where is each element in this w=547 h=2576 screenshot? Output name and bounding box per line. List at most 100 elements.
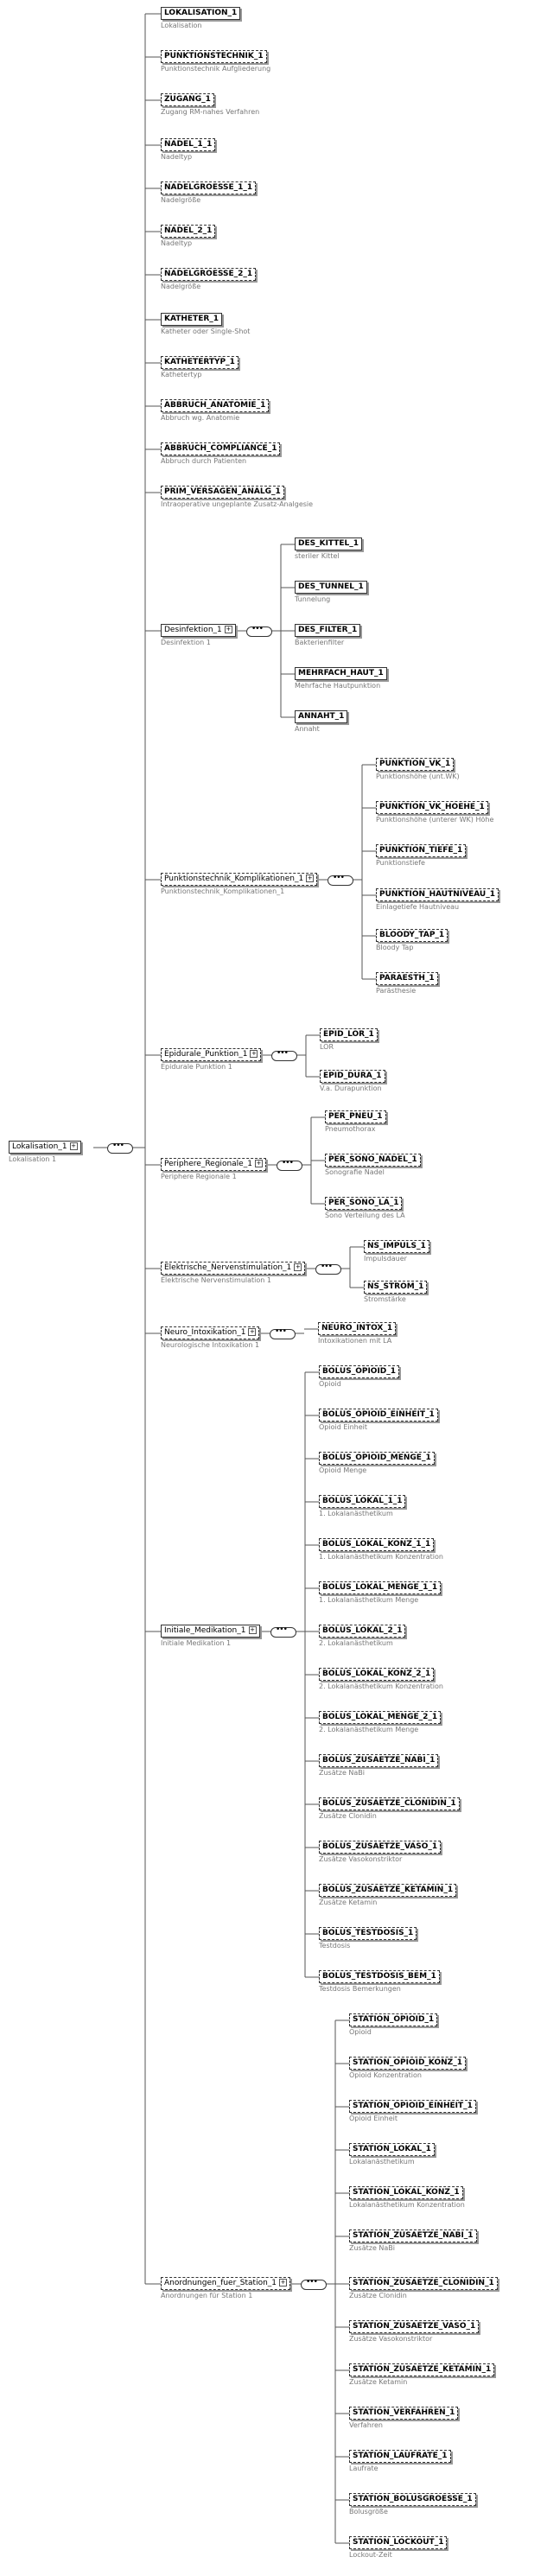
child-bolus_testdosis_bem_1[interactable]: BOLUS_TESTDOSIS_BEM_1 (319, 1970, 440, 1983)
element-description: Zusätze Clonidin (349, 2292, 407, 2299)
element-description: Tunnelung (295, 595, 331, 603)
item-punktionstechnik_1[interactable]: PUNKTIONSTECHNIK_1 (161, 50, 267, 63)
child-station_laufrate_1[interactable]: STATION_LAUFRATE_1 (349, 2450, 451, 2463)
sequence-compositor (271, 1049, 297, 1061)
child-bolus_lokal_menge_1_1[interactable]: BOLUS_LOKAL_MENGE_1_1 (319, 1581, 442, 1594)
child-punktion_tiefe_1[interactable]: PUNKTION_TIEFE_1 (376, 844, 467, 857)
child-bloody_tap_1[interactable]: BLOODY_TAP_1 (376, 929, 448, 942)
element-name: PARAESTH_1 (379, 974, 435, 983)
item-prim_versagen_analg_1[interactable]: PRIM_VERSAGEN_ANALG_1 (161, 486, 284, 499)
child-station_lockout_1[interactable]: STATION_LOCKOUT_1 (349, 2536, 448, 2549)
group-periphere_regionale_1[interactable]: Periphere_Regionale_1+ (161, 1158, 266, 1171)
expand-icon[interactable]: + (248, 1626, 257, 1634)
child-station_opioid_konz_1[interactable]: STATION_OPIOID_KONZ_1 (349, 2057, 466, 2070)
child-epid_dura_1[interactable]: EPID_DURA_1 (320, 1070, 385, 1083)
child-per_sono_la_1[interactable]: PER_SONO_LA_1 (325, 1197, 403, 1210)
child-bolus_zusaetze_ketamin_1[interactable]: BOLUS_ZUSAETZE_KETAMIN_1 (319, 1884, 457, 1897)
sequence-compositor (246, 625, 272, 637)
element-description: Opioid Einheit (349, 2115, 398, 2122)
element-name: NEURO_INTOX_1 (321, 1324, 393, 1333)
child-bolus_lokal_1_1[interactable]: BOLUS_LOKAL_1_1 (319, 1495, 406, 1508)
child-bolus_lokal_menge_2_1[interactable]: BOLUS_LOKAL_MENGE_2_1 (319, 1711, 442, 1724)
group-desinfektion_1[interactable]: Desinfektion_1+ (161, 624, 236, 637)
item-lokalisation_1[interactable]: LOKALISATION_1 (161, 7, 241, 20)
element-name: ABBRUCH_ANATOMIE_1 (164, 401, 266, 410)
element-description: Epidurale Punktion 1 (161, 1063, 232, 1071)
group-punktionstechnik_komplikationen_1[interactable]: Punktionstechnik_Komplikationen_1+ (161, 873, 318, 886)
item-abbruch_anatomie_1[interactable]: ABBRUCH_ANATOMIE_1 (161, 399, 270, 412)
expand-icon[interactable]: + (250, 1050, 258, 1058)
expand-icon[interactable]: + (224, 626, 232, 633)
item-abbruch_compliance_1[interactable]: ABBRUCH_COMPLIANCE_1 (161, 442, 281, 455)
element-description: LOR (320, 1043, 334, 1051)
item-kathetertyp_1[interactable]: KATHETERTYP_1 (161, 356, 239, 369)
child-bolus_zusaetze_nabi_1[interactable]: BOLUS_ZUSAETZE_NABI_1 (319, 1754, 439, 1767)
item-nadelgroesse_1_1[interactable]: NADELGROESSE_1_1 (161, 181, 257, 194)
element-description: Zusätze Clonidin (319, 1812, 377, 1820)
child-punktion_vk_hoehe_1[interactable]: PUNKTION_VK_HOEHE_1 (376, 801, 488, 814)
child-punktion_hautniveau_1[interactable]: PUNKTION_HAUTNIVEAU_1 (376, 888, 499, 901)
child-bolus_opioid_1[interactable]: BOLUS_OPIOID_1 (319, 1365, 400, 1378)
element-name: BOLUS_LOKAL_MENGE_2_1 (322, 1713, 438, 1721)
element-description: Opioid Menge (319, 1466, 367, 1474)
item-nadelgroesse_2_1[interactable]: NADELGROESSE_2_1 (161, 268, 257, 281)
child-bolus_testdosis_1[interactable]: BOLUS_TESTDOSIS_1 (319, 1927, 417, 1940)
child-annaht_1[interactable]: ANNAHT_1 (295, 710, 348, 723)
child-per_sono_nadel_1[interactable]: PER_SONO_NADEL_1 (325, 1154, 421, 1167)
child-station_bolusgroesse_1[interactable]: STATION_BOLUSGROESSE_1 (349, 2493, 476, 2506)
group-neuro_intoxikation_1[interactable]: Neuro_Intoxikation_1+ (161, 1326, 260, 1339)
child-bolus_lokal_konz_1_1[interactable]: BOLUS_LOKAL_KONZ_1_1 (319, 1538, 435, 1551)
child-per_pneu_1[interactable]: PER_PNEU_1 (325, 1110, 386, 1123)
child-neuro_intox_1[interactable]: NEURO_INTOX_1 (318, 1322, 397, 1335)
element-description: Elektrische Nervenstimulation 1 (161, 1276, 271, 1284)
child-epid_lor_1[interactable]: EPID_LOR_1 (320, 1028, 378, 1041)
group-initiale_medikation_1[interactable]: Initiale_Medikation_1+ (161, 1625, 260, 1638)
element-description: Testdosis (319, 1942, 351, 1949)
element-description: Laufrate (349, 2465, 378, 2472)
child-station_zusaetze_ketamin_1[interactable]: STATION_ZUSAETZE_KETAMIN_1 (349, 2363, 495, 2376)
child-des_kittel_1[interactable]: DES_KITTEL_1 (295, 537, 363, 550)
child-station_opioid_1[interactable]: STATION_OPIOID_1 (349, 2013, 438, 2026)
child-station_zusaetze_clonidin_1[interactable]: STATION_ZUSAETZE_CLONIDIN_1 (349, 2277, 498, 2290)
child-ns_impuls_1[interactable]: NS_IMPULS_1 (364, 1240, 429, 1253)
child-bolus_zusaetze_clonidin_1[interactable]: BOLUS_ZUSAETZE_CLONIDIN_1 (319, 1797, 460, 1810)
child-station_zusaetze_nabi_1[interactable]: STATION_ZUSAETZE_NABI_1 (349, 2229, 477, 2242)
item-katheter_1[interactable]: KATHETER_1 (161, 313, 223, 326)
child-station_verfahren_1[interactable]: STATION_VERFAHREN_1 (349, 2407, 459, 2420)
child-paraesth_1[interactable]: PARAESTH_1 (376, 972, 438, 985)
child-bolus_opioid_einheit_1[interactable]: BOLUS_OPIOID_EINHEIT_1 (319, 1409, 438, 1422)
group-epidurale_punktion_1[interactable]: Epidurale_Punktion_1+ (161, 1048, 262, 1061)
child-des_tunnel_1[interactable]: DES_TUNNEL_1 (295, 581, 367, 594)
child-bolus_lokal_2_1[interactable]: BOLUS_LOKAL_2_1 (319, 1625, 406, 1638)
group-anordnungen_fuer_station_1[interactable]: Anordnungen_fuer_Station_1+ (161, 2277, 291, 2290)
child-bolus_lokal_konz_2_1[interactable]: BOLUS_LOKAL_KONZ_2_1 (319, 1668, 435, 1681)
child-station_zusaetze_vaso_1[interactable]: STATION_ZUSAETZE_VASO_1 (349, 2320, 480, 2333)
expand-icon[interactable]: + (279, 2279, 288, 2287)
element-name: STATION_ZUSAETZE_KETAMIN_1 (353, 2365, 492, 2374)
root-element[interactable]: Lokalisation_1+ (9, 1141, 81, 1154)
child-ns_strom_1[interactable]: NS_STROM_1 (364, 1281, 428, 1294)
child-station_lokal_konz_1[interactable]: STATION_LOKAL_KONZ_1 (349, 2186, 463, 2199)
expand-icon[interactable]: + (69, 1142, 78, 1150)
child-bolus_zusaetze_vaso_1[interactable]: BOLUS_ZUSAETZE_VASO_1 (319, 1841, 442, 1854)
item-nadel_2_1[interactable]: NADEL_2_1 (161, 225, 216, 238)
child-bolus_opioid_menge_1[interactable]: BOLUS_OPIOID_MENGE_1 (319, 1452, 435, 1465)
child-mehrfach_haut_1[interactable]: MEHRFACH_HAUT_1 (295, 667, 387, 680)
child-punktion_vk_1[interactable]: PUNKTION_VK_1 (376, 758, 455, 771)
group-elektrische_nervenstimulation_1[interactable]: Elektrische_Nervenstimulation_1+ (161, 1262, 306, 1275)
child-station_opioid_einheit_1[interactable]: STATION_OPIOID_EINHEIT_1 (349, 2100, 476, 2113)
element-description: Kathetertyp (161, 371, 202, 378)
sequence-compositor (270, 1327, 296, 1339)
item-nadel_1_1[interactable]: NADEL_1_1 (161, 138, 216, 151)
child-des_filter_1[interactable]: DES_FILTER_1 (295, 624, 361, 637)
element-name: PER_SONO_LA_1 (328, 1199, 399, 1207)
item-zugang_1[interactable]: ZUGANG_1 (161, 93, 214, 106)
expand-icon[interactable]: + (254, 1160, 263, 1167)
expand-icon[interactable]: + (306, 875, 315, 882)
expand-icon[interactable]: + (294, 1263, 302, 1271)
child-station_lokal_1[interactable]: STATION_LOKAL_1 (349, 2143, 435, 2156)
element-name: BOLUS_ZUSAETZE_CLONIDIN_1 (322, 1799, 456, 1808)
expand-icon[interactable]: + (248, 1328, 257, 1336)
element-description: Neurologische Intoxikation 1 (161, 1341, 260, 1349)
element-name: STATION_LOKAL_KONZ_1 (353, 2188, 460, 2197)
